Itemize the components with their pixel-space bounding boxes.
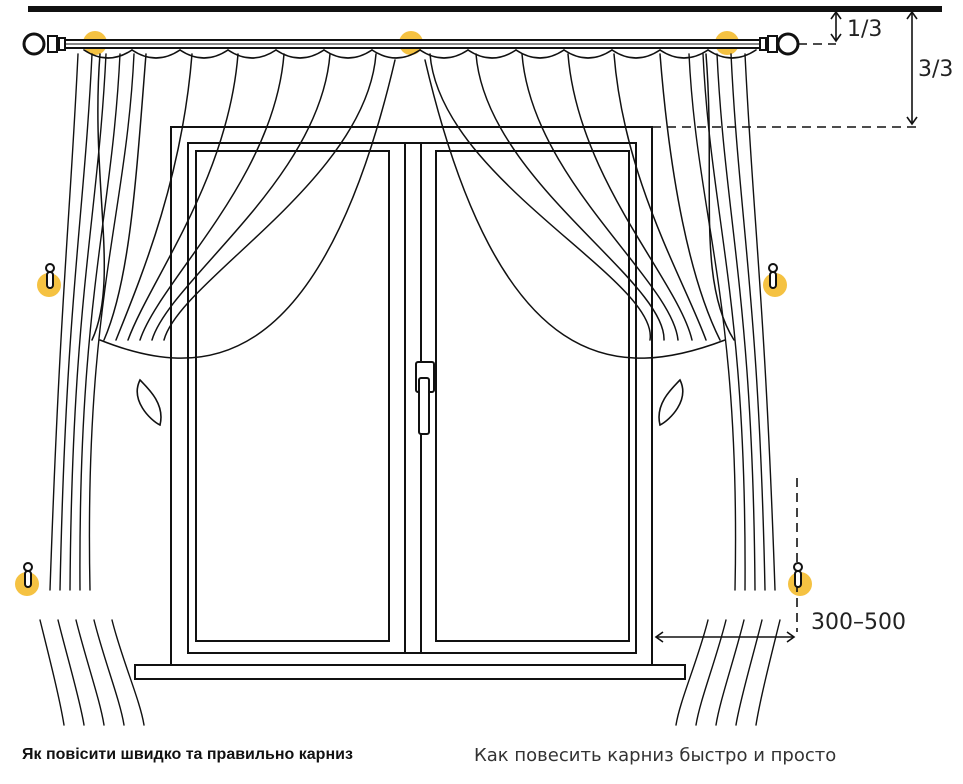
right-tulle-fold xyxy=(659,53,721,341)
left-tulle-fold xyxy=(163,53,377,341)
side-distance-label: 300–500 xyxy=(811,610,906,635)
hook-icon xyxy=(768,263,778,289)
window-left-sash xyxy=(195,150,390,642)
right-curtain-hem-fold xyxy=(735,619,763,726)
left-outer-curtain-fold xyxy=(79,53,121,591)
right-curtain-hem-fold xyxy=(695,619,727,726)
left-tulle-fold xyxy=(115,53,193,341)
curtain-header-scallop xyxy=(275,49,325,59)
right-tulle-fold xyxy=(521,53,679,341)
curtain-rod-diagram: 1/3 3/3 300–500 xyxy=(15,6,953,726)
left-tulle-swoop xyxy=(99,59,396,359)
right-outer-curtain-fold xyxy=(744,53,776,591)
right-outer-curtain-fold xyxy=(716,53,756,591)
window-outer-frame xyxy=(170,126,653,666)
curtain-header-scallop xyxy=(467,49,517,59)
window-right-sash xyxy=(435,150,630,642)
window xyxy=(134,126,686,680)
curtain-rod xyxy=(22,32,800,56)
right-tulle-fold xyxy=(475,53,665,341)
dimension-arrows xyxy=(654,10,918,643)
right-curtain-hem-fold xyxy=(675,619,709,726)
window-sill xyxy=(134,664,686,680)
right-tassel xyxy=(658,378,684,427)
left-curtain-hem-fold xyxy=(75,619,105,726)
curtain-header-scallop xyxy=(563,49,613,59)
left-outer-curtain-fold xyxy=(69,53,107,591)
bracket-left xyxy=(47,35,58,53)
right-tulle-fold xyxy=(613,53,707,341)
bracket-right-inner xyxy=(759,37,767,51)
curtain-header-scallop xyxy=(707,49,757,59)
right-tulle-fold xyxy=(567,53,693,341)
curtain-header-scallop xyxy=(227,49,277,59)
hook-icon xyxy=(793,562,803,588)
curtains xyxy=(39,49,781,726)
caption-ukrainian: Як повісити швидко та правильно карниз xyxy=(22,746,353,763)
hook-icon xyxy=(23,562,33,588)
tieback-hooks xyxy=(23,263,803,588)
bracket-left-inner xyxy=(58,37,66,51)
right-tulle-swoop xyxy=(424,59,726,359)
left-curtain-hem-fold xyxy=(57,619,85,726)
right-outer-curtain-fold xyxy=(702,53,746,591)
left-tulle-fold xyxy=(103,53,147,341)
curtain-header-scallop xyxy=(131,49,181,59)
left-tulle-fold xyxy=(127,53,239,341)
curtain-header-scallop xyxy=(611,49,661,59)
window-handle xyxy=(415,361,435,435)
left-curtain-hem-fold xyxy=(93,619,125,726)
right-outer-curtain-fold xyxy=(688,53,737,591)
curtain-header-scallop xyxy=(179,49,229,59)
hook-icon xyxy=(45,263,55,289)
left-outer-curtain-fold xyxy=(49,53,79,591)
curtain-header-scallop xyxy=(83,49,133,59)
curtain-header-scallop xyxy=(659,49,709,59)
right-curtain-hem-fold xyxy=(755,619,781,726)
curtain-header-scallop xyxy=(371,49,421,59)
finial-icon xyxy=(776,32,800,56)
caption-russian: Как повесить карниз быстро и просто xyxy=(474,745,837,766)
left-tassel xyxy=(136,378,162,427)
left-outer-curtain-fold xyxy=(88,53,135,591)
reference-lines xyxy=(652,43,918,632)
curtain-header-scallop xyxy=(515,49,565,59)
full-fraction-label: 3/3 xyxy=(918,57,953,82)
left-curtain-hem-fold xyxy=(111,619,145,726)
left-curtain-hem-fold xyxy=(39,619,65,726)
top-fraction-label: 1/3 xyxy=(847,17,882,42)
bracket-right xyxy=(767,35,778,53)
left-tulle-fold xyxy=(139,53,285,341)
right-curtain-hem-fold xyxy=(715,619,745,726)
right-outer-curtain-fold xyxy=(730,53,766,591)
finial-icon xyxy=(22,32,46,56)
curtain-header-scallop xyxy=(323,49,373,59)
mounting-markers xyxy=(15,31,812,596)
right-tulle-fold xyxy=(429,53,651,341)
left-outer-curtain-fold xyxy=(59,53,93,591)
left-tulle-fold xyxy=(151,53,331,341)
window-inner-frame xyxy=(187,142,637,654)
curtain-header-scallop xyxy=(419,49,469,59)
